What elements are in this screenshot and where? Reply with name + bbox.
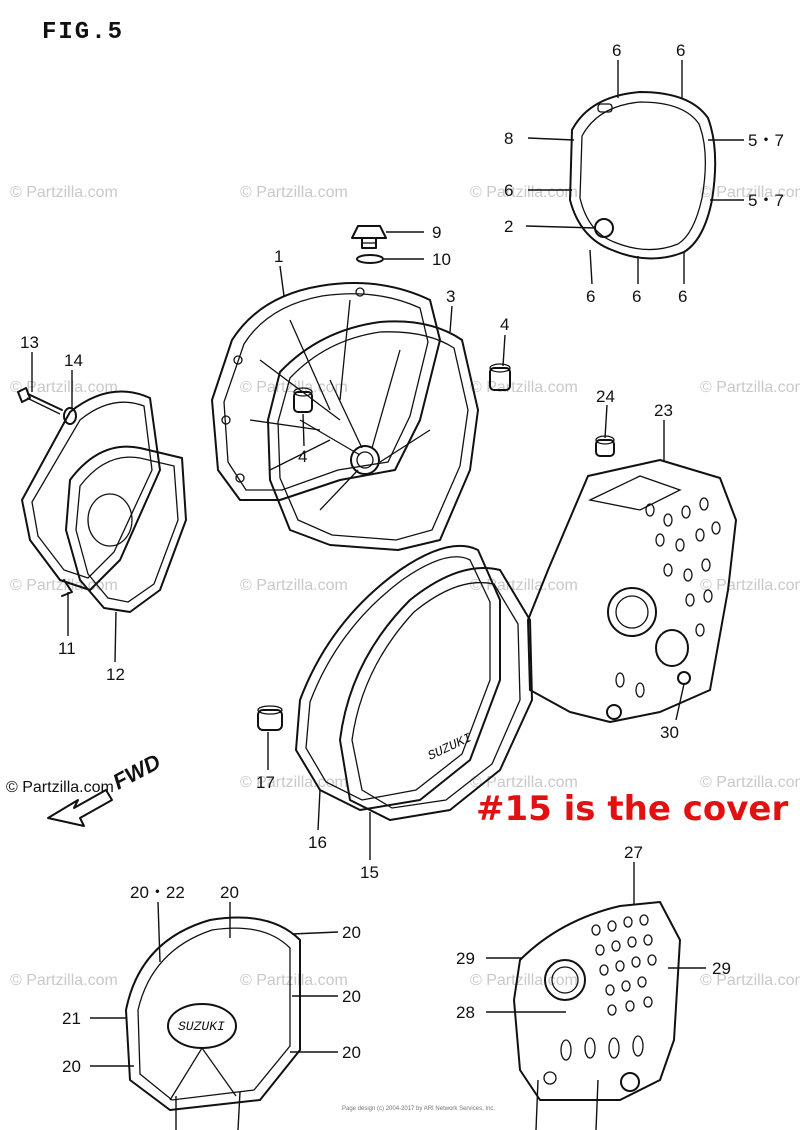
- watermark: © Partzilla.com: [240, 184, 348, 201]
- callout-label[interactable]: 5・7: [748, 191, 784, 210]
- callout-label[interactable]: 2: [504, 217, 513, 236]
- figure-title: FIG.5: [42, 19, 124, 46]
- part-dowel-pin[interactable]: [489, 363, 511, 391]
- watermark-layer: © Partzilla.com © Partzilla.com © Partzi…: [10, 184, 800, 989]
- watermark: © Partzilla.com: [240, 379, 348, 396]
- callout-label[interactable]: 6: [676, 41, 685, 60]
- part-oil-pump-housing[interactable]: [527, 459, 737, 723]
- watermark: © Partzilla.com: [10, 184, 118, 201]
- part-clutch-gasket[interactable]: [267, 320, 479, 551]
- callout-label[interactable]: 9: [432, 223, 441, 242]
- watermark: © Partzilla.com: [470, 577, 578, 594]
- callout-label[interactable]: 6: [612, 41, 621, 60]
- watermark: © Partzilla.com: [6, 779, 114, 796]
- brand-text: SUZUKI: [425, 730, 474, 763]
- callout-label[interactable]: 29: [712, 959, 731, 978]
- part-oil-cap[interactable]: [351, 225, 387, 249]
- watermark: © Partzilla.com: [470, 379, 578, 396]
- watermark: © Partzilla.com: [700, 972, 800, 989]
- callout-label[interactable]: 27: [624, 843, 643, 862]
- watermark: © Partzilla.com: [10, 379, 118, 396]
- watermark: © Partzilla.com: [10, 972, 118, 989]
- callout-label[interactable]: 1: [274, 247, 283, 266]
- callout-label[interactable]: 10: [432, 250, 451, 269]
- callout-label[interactable]: 13: [20, 333, 39, 352]
- callout-label[interactable]: 30: [660, 723, 679, 742]
- callout-label[interactable]: 20・22: [130, 883, 185, 902]
- part-dowel-pin[interactable]: [257, 705, 283, 731]
- callout-label[interactable]: 8: [504, 129, 513, 148]
- part-bolt[interactable]: [17, 387, 63, 415]
- callout-label[interactable]: 17: [256, 773, 275, 792]
- leader-lines: [31, 60, 744, 1130]
- callout-label[interactable]: 5・7: [748, 131, 784, 150]
- watermark: © Partzilla.com: [470, 184, 578, 201]
- cover-annotation: #15 is the cover: [476, 789, 788, 829]
- brand-text: SUZUKI: [178, 1019, 225, 1034]
- callout-label[interactable]: 6: [632, 287, 641, 306]
- fwd-arrow-icon: [47, 789, 113, 827]
- part-starter-cover[interactable]: [21, 390, 161, 597]
- watermark: © Partzilla.com: [700, 379, 800, 396]
- callout-label[interactable]: 20: [62, 1057, 81, 1076]
- part-generator-gasket[interactable]: [295, 544, 501, 811]
- watermark: © Partzilla.com: [700, 577, 800, 594]
- callout-label[interactable]: 23: [654, 401, 673, 420]
- callouts: 6 6 8 5・7 6 5・7 2 6 6 6 9 10 1 3 4 13 14…: [20, 41, 784, 1076]
- part-gasket-top-right[interactable]: [569, 91, 717, 260]
- callout-label[interactable]: 12: [106, 665, 125, 684]
- fwd-label: FWD: [109, 749, 165, 795]
- callout-label[interactable]: 24: [596, 387, 615, 406]
- callout-label[interactable]: 20: [220, 883, 239, 902]
- watermark: © Partzilla.com: [700, 184, 800, 201]
- watermark: © Partzilla.com: [240, 577, 348, 594]
- callout-label[interactable]: 11: [58, 639, 76, 658]
- watermark: © Partzilla.com: [470, 774, 578, 791]
- callout-label[interactable]: 6: [678, 287, 687, 306]
- callout-label[interactable]: 4: [298, 447, 307, 466]
- callout-label[interactable]: 15: [360, 863, 379, 882]
- callout-label[interactable]: 4: [500, 315, 509, 334]
- footer-text: Page design (c) 2004-2017 by ARI Network…: [342, 1106, 495, 1112]
- callout-label[interactable]: 29: [456, 949, 475, 968]
- callout-label[interactable]: 20: [342, 987, 361, 1006]
- callout-label[interactable]: 6: [586, 287, 595, 306]
- callout-label[interactable]: 20: [342, 1043, 361, 1062]
- watermark: © Partzilla.com: [240, 972, 348, 989]
- callout-label[interactable]: 16: [308, 833, 327, 852]
- part-clutch-cover-outer[interactable]: SUZUKI: [125, 916, 301, 1111]
- part-dowel-pin[interactable]: [595, 435, 615, 457]
- part-dowel-pin[interactable]: [293, 387, 313, 413]
- part-o-ring[interactable]: [356, 254, 384, 264]
- callout-label[interactable]: 28: [456, 1003, 475, 1022]
- callout-label[interactable]: 21: [62, 1009, 81, 1028]
- part-washer[interactable]: [63, 407, 77, 425]
- part-oil-pump-cover[interactable]: [513, 901, 681, 1101]
- watermark: © Partzilla.com: [470, 972, 578, 989]
- watermark: © Partzilla.com: [700, 774, 800, 791]
- callout-label[interactable]: 14: [64, 351, 83, 370]
- callout-label[interactable]: 3: [446, 287, 455, 306]
- callout-label[interactable]: 20: [342, 923, 361, 942]
- part-starter-gasket[interactable]: [65, 445, 187, 613]
- callout-label[interactable]: 6: [504, 181, 513, 200]
- watermark: © Partzilla.com: [240, 774, 348, 791]
